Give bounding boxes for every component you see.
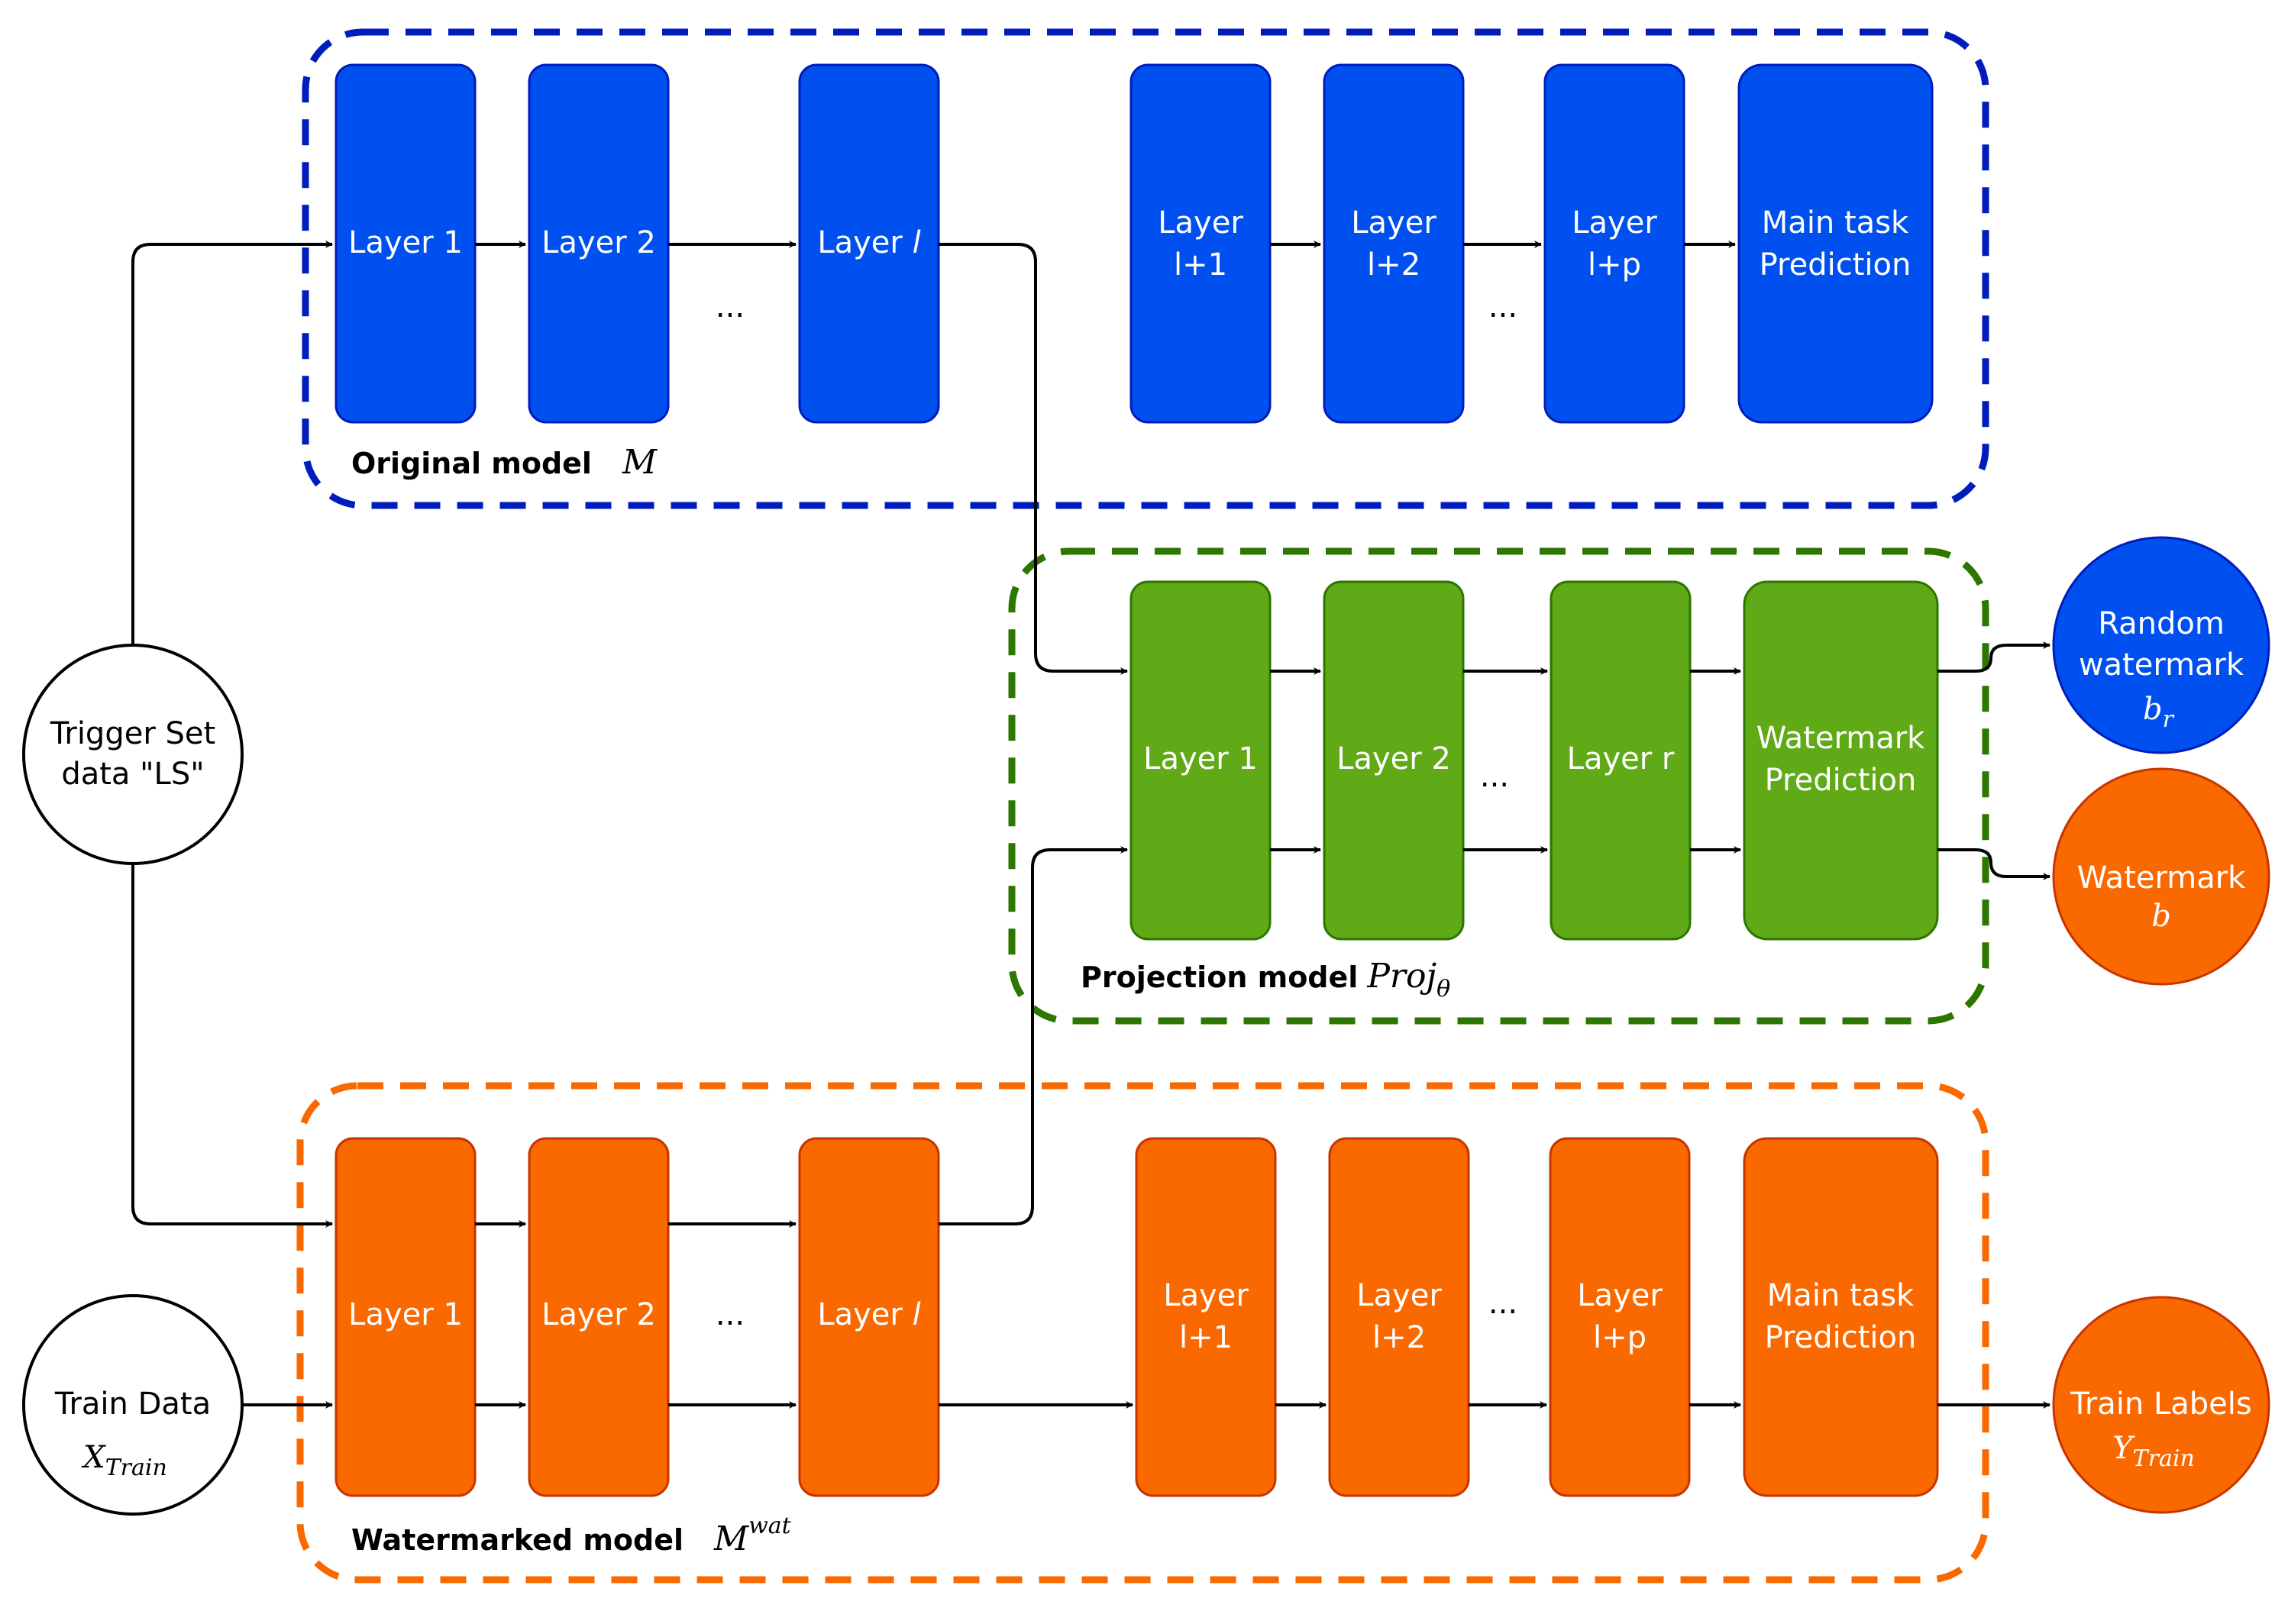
svg-text:Watermark: Watermark [1756, 721, 1925, 756]
svg-text:Layer: Layer [1158, 205, 1243, 241]
original-layer-l-plus-2: Layer l+2 [1323, 63, 1465, 424]
train-data-node: Train Data XTrain [22, 1294, 244, 1516]
svg-text:Main task: Main task [1767, 1278, 1915, 1313]
original-layer-2: Layer 2 [528, 63, 670, 424]
projection-watermark-prediction: Watermark Prediction [1743, 580, 1939, 941]
watermarked-ellipsis-1: ... [716, 1297, 745, 1332]
svg-text:l+1: l+1 [1179, 1320, 1233, 1355]
watermarked-model-symbol: M [713, 1519, 749, 1558]
svg-text:data "LS": data "LS" [61, 757, 204, 792]
watermarked-layer-l-plus-2: Layer l+2 [1328, 1137, 1470, 1497]
svg-text:l+1: l+1 [1174, 247, 1227, 283]
svg-text:l+p: l+p [1593, 1320, 1647, 1355]
svg-text:Watermark: Watermark [2077, 860, 2246, 896]
svg-text:YTrain: YTrain [2112, 1431, 2195, 1472]
watermarked-layer-2: Layer 2 [528, 1137, 670, 1497]
edge-original-l-to-projection [939, 243, 1128, 675]
svg-text:Prediction: Prediction [1765, 1320, 1917, 1355]
svg-text:Layer: Layer [1572, 205, 1657, 241]
watermarked-layer-l: Layer l [798, 1137, 940, 1497]
original-model-group [302, 28, 1989, 509]
svg-text:Layer 1: Layer 1 [1143, 741, 1258, 776]
svg-text:Train Labels: Train Labels [2070, 1387, 2251, 1422]
trigger-set-node: Trigger Set data "LS" [22, 644, 244, 865]
svg-text:Layer 1: Layer 1 [348, 225, 463, 260]
original-model-symbol: M [622, 443, 658, 482]
original-main-task-prediction: Main task Prediction [1737, 63, 1934, 424]
original-ellipsis-1: ... [716, 289, 745, 324]
svg-text:br: br [2143, 692, 2175, 733]
svg-text:Layer l: Layer l [817, 1297, 920, 1332]
svg-text:Train Data: Train Data [54, 1387, 211, 1422]
svg-text:watermark: watermark [2079, 647, 2244, 683]
svg-text:Layer 2: Layer 2 [541, 225, 656, 260]
original-ellipsis-2: ... [1488, 289, 1517, 324]
projection-model-symbol-sub: θ [1436, 976, 1450, 1002]
train-labels-node: Train Labels YTrain [2052, 1296, 2270, 1514]
svg-text:Layer 1: Layer 1 [348, 1297, 463, 1332]
random-watermark-node: Random watermark br [2052, 536, 2270, 754]
watermarked-model-group [296, 1082, 1989, 1584]
projection-layer-1: Layer 1 [1129, 580, 1272, 941]
projection-layer-2: Layer 2 [1323, 580, 1465, 941]
svg-text:Prediction: Prediction [1760, 247, 1912, 283]
svg-text:Random: Random [2098, 606, 2225, 641]
svg-text:Layer: Layer [1356, 1278, 1442, 1313]
svg-text:XTrain: XTrain [81, 1440, 167, 1481]
edge-watermarked-l-to-projection [939, 846, 1128, 1225]
edge-projection-to-random-watermark [1937, 641, 2050, 673]
svg-text:Layer 2: Layer 2 [1336, 741, 1451, 776]
edge-trigger-to-original [131, 241, 333, 645]
projection-model-group [1008, 547, 1989, 1025]
edge-trigger-to-watermarked [131, 864, 333, 1228]
original-layer-l-plus-p: Layer l+p [1543, 63, 1685, 424]
watermarked-layer-l-plus-p: Layer l+p [1549, 1137, 1691, 1497]
watermarked-layer-l-plus-1: Layer l+1 [1135, 1137, 1277, 1497]
svg-text:Layer r: Layer r [1567, 741, 1675, 776]
watermark-node: Watermark b [2052, 767, 2270, 986]
projection-model-symbol: Proj [1366, 957, 1436, 996]
svg-text:Layer: Layer [1351, 205, 1436, 241]
svg-text:Trigger Set: Trigger Set [50, 716, 215, 751]
svg-text:l+p: l+p [1588, 247, 1641, 283]
original-layer-l: Layer l [798, 63, 940, 424]
svg-text:l+2: l+2 [1367, 247, 1420, 283]
projection-layer-r: Layer r [1550, 580, 1692, 941]
svg-text:Layer: Layer [1577, 1278, 1663, 1313]
svg-text:Layer l: Layer l [817, 225, 920, 260]
projection-ellipsis: ... [1480, 759, 1509, 794]
watermarked-model-symbol-sup: wat [748, 1513, 792, 1539]
edge-projection-to-watermark [1937, 848, 2050, 880]
svg-text:Prediction: Prediction [1765, 763, 1917, 798]
svg-text:Layer: Layer [1163, 1278, 1249, 1313]
watermarked-layer-1: Layer 1 [334, 1137, 477, 1497]
svg-text:Main task: Main task [1762, 205, 1909, 241]
original-layer-l-plus-1: Layer l+1 [1129, 63, 1272, 424]
original-layer-1: Layer 1 [334, 63, 477, 424]
svg-text:b: b [2151, 899, 2171, 934]
watermarked-main-task-prediction: Main task Prediction [1743, 1137, 1939, 1497]
watermarked-ellipsis-2: ... [1488, 1286, 1517, 1321]
svg-text:Layer 2: Layer 2 [541, 1297, 656, 1332]
svg-text:l+2: l+2 [1372, 1320, 1426, 1355]
